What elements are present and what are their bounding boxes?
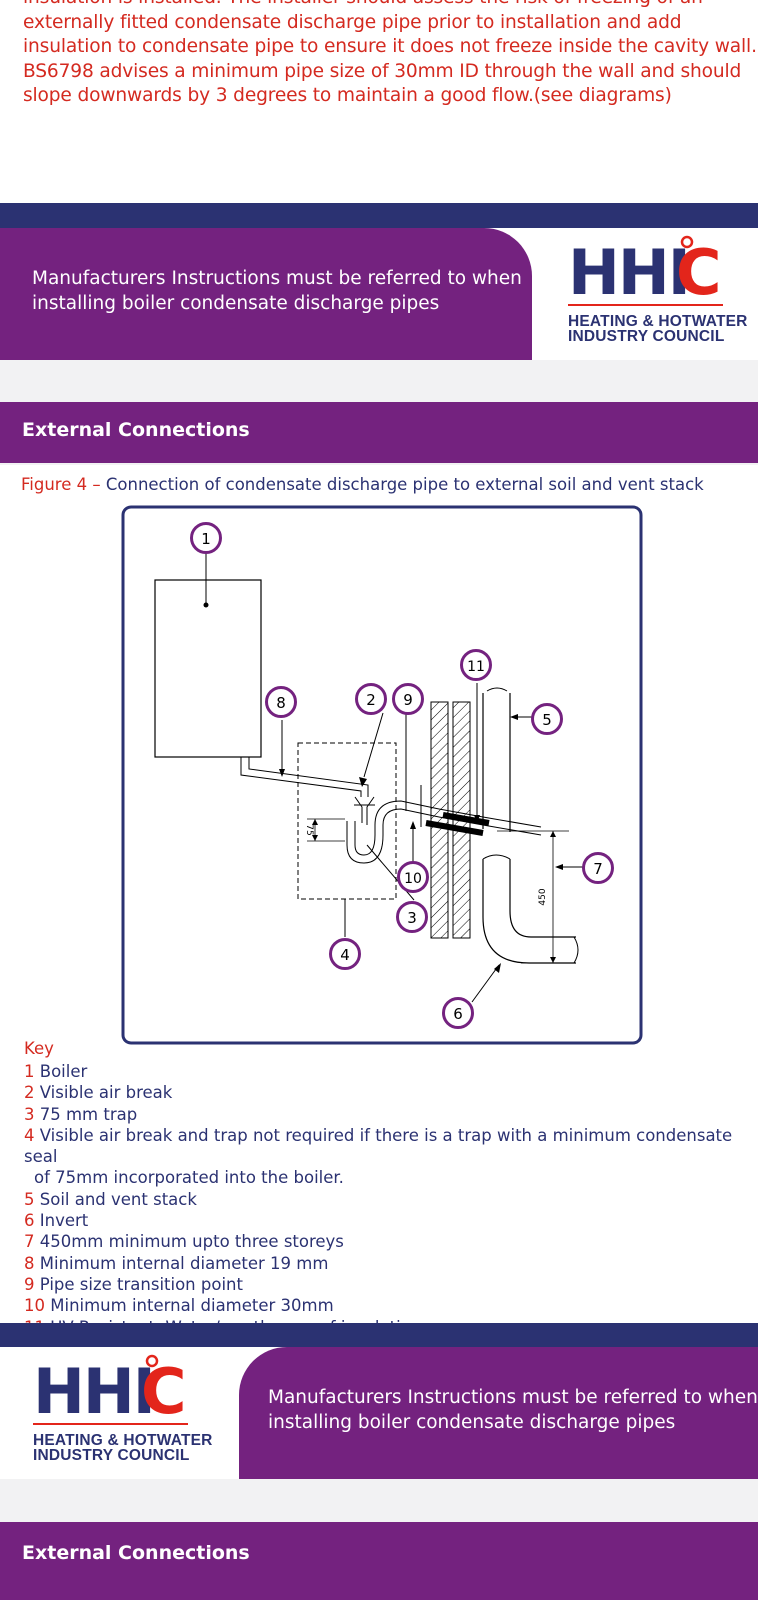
banner-top-line1: Manufacturers Instructions must be refer…	[32, 268, 522, 289]
logo-rule	[568, 304, 723, 306]
callout-10	[397, 861, 429, 893]
banner-top: Manufacturers Instructions must be refer…	[0, 228, 758, 360]
intro-line: insulation to condensate pipe to ensure …	[23, 36, 757, 57]
callout-9-label: 9	[403, 691, 413, 709]
intro-line: insulation is installed. The installer s…	[23, 0, 703, 8]
figure-label: Figure 4 –	[21, 475, 101, 494]
callout-9	[392, 683, 424, 715]
key-item: 10 Minimum internal diameter 30mm	[24, 1296, 334, 1316]
logo-line1: HEATING & HOTWATER	[33, 1432, 213, 1449]
svg-text:HHI: HHI	[33, 1355, 154, 1421]
section-title: External Connections	[22, 419, 250, 441]
callout-2	[355, 683, 387, 715]
key-item: 2 Visible air break	[24, 1083, 173, 1103]
dim-450: 450	[538, 888, 548, 905]
dashed-box	[297, 742, 397, 900]
key-item: 1 Boiler	[24, 1062, 88, 1081]
callout-6	[442, 997, 474, 1029]
section-header: External Connections	[0, 1522, 758, 1600]
intro-line: externally fitted condensate discharge p…	[23, 11, 682, 33]
key-item: 3 75 mm trap	[24, 1104, 138, 1124]
boiler-shape	[154, 579, 262, 758]
key-item: 6 Invert	[24, 1211, 89, 1231]
logo-line2: INDUSTRY COUNCIL	[33, 1447, 190, 1464]
callout-1	[190, 522, 222, 554]
intro-line: BS6798 advises a minimum pipe size of 30…	[23, 60, 742, 82]
key-item: 4 Visible air break and trap not require…	[24, 1125, 733, 1188]
key-item: 7 450mm minimum upto three storeys	[24, 1232, 344, 1252]
banner-bottom-line2: installing boiler condensate discharge p…	[268, 1412, 676, 1433]
banner-bottom-line1: Manufacturers Instructions must be refer…	[268, 1387, 758, 1408]
section-title: External Connections	[22, 1542, 250, 1564]
intro-paragraph: insulation is installed. The installer s…	[23, 0, 758, 109]
callout-4	[329, 938, 361, 970]
banner-bottom-purple	[239, 1347, 758, 1479]
callout-8-label: 8	[276, 694, 286, 712]
callout-7	[582, 852, 614, 884]
callout-5-label: 5	[542, 711, 552, 729]
svg-text:HHI: HHI	[568, 236, 689, 302]
callout-8	[265, 686, 297, 718]
callout-11-label: 11	[467, 659, 485, 675]
key-item: 5 Soil and vent stack	[24, 1189, 197, 1209]
banner-top-text: Manufacturers Instructions must be refer…	[32, 266, 522, 316]
callout-10-label: 10	[404, 871, 422, 887]
banner-top-purple	[0, 228, 532, 360]
dim-75: 75	[304, 824, 314, 835]
condensate-diagram: 75 450	[121, 505, 643, 1045]
key-item: 9 Pipe size transition point	[24, 1274, 243, 1294]
hhic-logo-mark: HHI C	[568, 235, 722, 302]
intro-card: insulation is installed. The installer s…	[0, 0, 758, 204]
key-item: 8 Minimum internal diameter 19 mm	[24, 1253, 329, 1273]
callout-3-label: 3	[407, 909, 417, 927]
figure-caption-text: Connection of condensate discharge pipe …	[100, 475, 704, 494]
logo-line2: INDUSTRY COUNCIL	[568, 328, 725, 345]
hhic-logo-mark: HHI C	[33, 1354, 187, 1421]
key-title: Key	[24, 1039, 54, 1058]
callout-4-label: 4	[340, 946, 350, 964]
callout-1-label: 1	[201, 530, 211, 548]
logo-rule	[33, 1423, 188, 1425]
callout-6-label: 6	[453, 1005, 463, 1023]
banner-top-stripe	[0, 203, 758, 228]
callout-3	[396, 901, 428, 933]
hhic-logo: HHI C HEATING & HOTWATER INDUSTRY COUNCI…	[568, 234, 748, 344]
callout-7-label: 7	[593, 860, 603, 878]
figure-card: Figure 4 – Connection of condensate disc…	[0, 465, 758, 1337]
callout-5	[531, 703, 563, 735]
figure-caption: Figure 4 – Connection of condensate disc…	[21, 475, 704, 494]
hhic-logo: HHI C HEATING & HOTWATER INDUSTRY COUNCI…	[33, 1353, 213, 1463]
logo-line1: HEATING & HOTWATER	[568, 313, 748, 330]
intro-line: slope downwards by 3 degrees to maintain…	[23, 85, 672, 106]
callout-2-label: 2	[366, 691, 376, 709]
section-header: External Connections	[0, 402, 758, 463]
callout-11	[460, 649, 492, 681]
banner-bottom-stripe	[0, 1323, 758, 1348]
banner-top-line2: installing boiler condensate discharge p…	[32, 293, 440, 314]
banner-bottom-text: Manufacturers Instructions must be refer…	[268, 1385, 758, 1435]
key-list: 1 Boiler 2 Visible air break 3 75 mm tra…	[24, 1061, 744, 1338]
banner-bottom: HHI C HEATING & HOTWATER INDUSTRY COUNCI…	[0, 1347, 758, 1479]
